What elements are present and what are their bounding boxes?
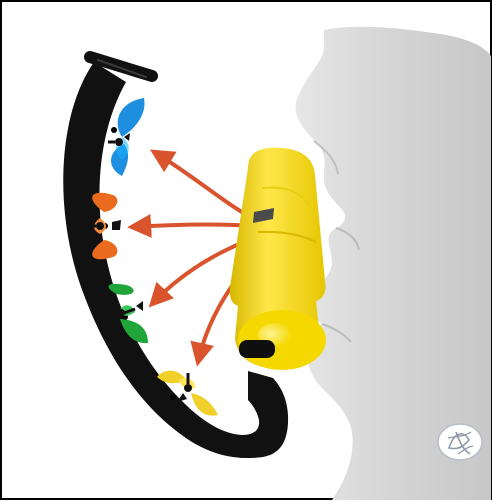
watermark-logo bbox=[438, 424, 482, 460]
fan-blue-icon bbox=[108, 98, 144, 176]
mouthpiece-tube bbox=[230, 148, 326, 370]
